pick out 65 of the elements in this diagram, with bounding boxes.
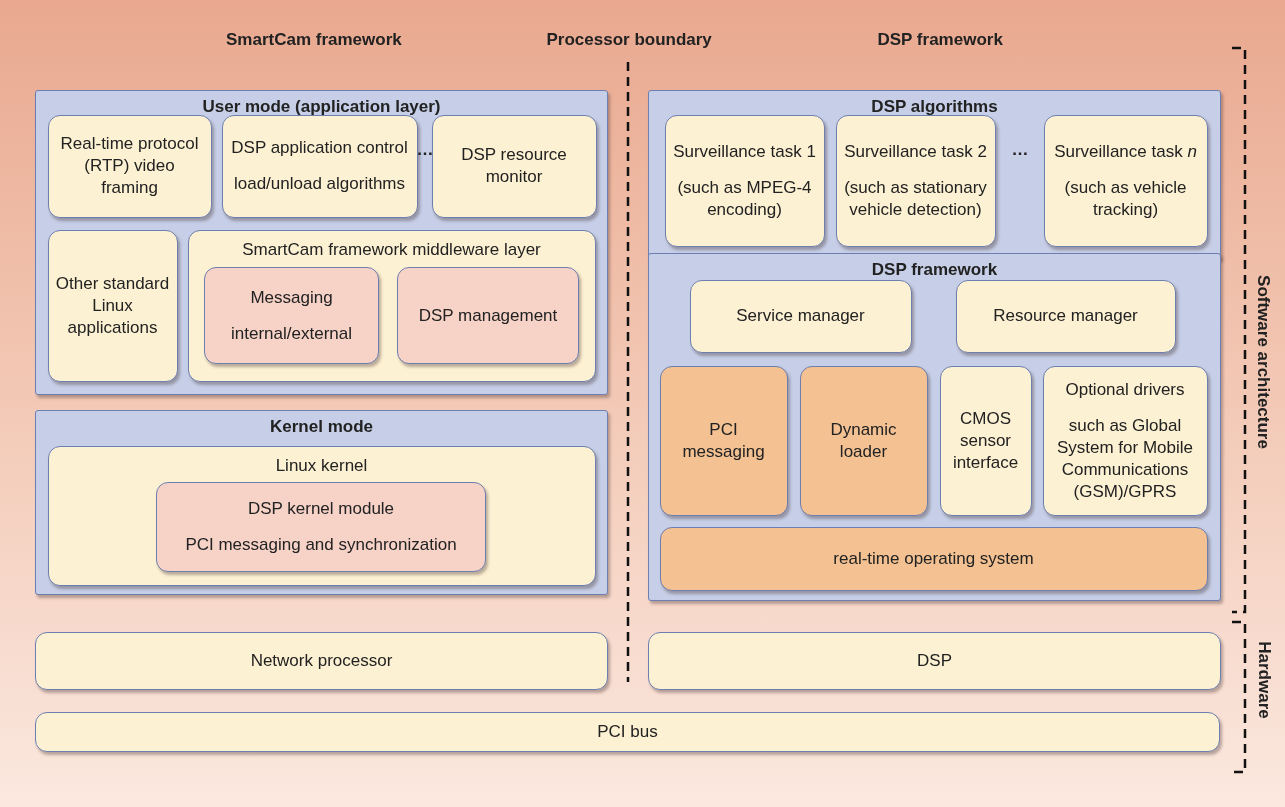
module-label: CMOS sensor interface — [951, 407, 1020, 474]
module-box — [799, 365, 928, 516]
module-label: (such as vehicle tracking) — [1063, 176, 1188, 221]
module-box — [955, 279, 1176, 353]
module-label: PCI messaging — [681, 418, 766, 463]
module-label: Real-time protocol (RTP) video framing — [59, 133, 200, 199]
ellipsis: … — [1011, 140, 1029, 160]
module-label: DSP application control — [231, 137, 408, 159]
module-label: PCI messaging and synchronization — [185, 534, 457, 556]
layer-panel — [187, 229, 596, 382]
layer-panel — [35, 90, 608, 395]
module-box — [835, 114, 996, 247]
panel-title: DSP framework — [870, 259, 999, 281]
module-box — [664, 114, 825, 247]
module-label: Service manager — [736, 305, 865, 327]
module-box — [35, 632, 608, 690]
side-label: Software architecture — [1252, 275, 1273, 449]
module-label: such as Global System for Mobile Communications (GSM)/GPRS — [1055, 414, 1194, 503]
module-label: (such as MPEG-4 encoding) — [676, 176, 813, 221]
module-label: Network processor — [250, 650, 393, 672]
module-box — [221, 114, 418, 218]
module-label: load/unload algorithms — [233, 173, 406, 195]
layer-panel — [648, 253, 1221, 601]
module-label: DSP management — [418, 304, 558, 327]
module-label: Surveillance task 2 — [844, 140, 987, 163]
module-label: Surveillance task n — [1054, 140, 1197, 163]
panel-title: DSP algorithms — [870, 96, 999, 118]
module-box — [397, 267, 579, 364]
module-label: Optional drivers — [1065, 378, 1185, 401]
layer-panel — [47, 445, 596, 586]
module-label: DSP kernel module — [247, 498, 395, 520]
module-box — [1042, 365, 1208, 516]
module-label: (such as stationary vehicle detection) — [843, 176, 988, 221]
module-box — [47, 114, 212, 218]
panel-title: User mode (application layer) — [201, 96, 442, 118]
module-box — [47, 229, 178, 382]
module-box — [204, 267, 379, 364]
layer-panel — [35, 410, 608, 595]
module-box — [659, 526, 1208, 591]
module-box — [939, 365, 1032, 516]
module-label: DSP resource monitor — [460, 144, 568, 188]
panel-title: Kernel mode — [269, 416, 374, 438]
module-box — [648, 632, 1221, 690]
module-label: DSP — [917, 650, 952, 672]
module-label: PCI bus — [597, 721, 658, 743]
module-label: real-time operating system — [833, 547, 1034, 570]
module-label: Other standard Linux applications — [54, 272, 171, 339]
side-label: Hardware — [1253, 641, 1274, 719]
module-box — [1043, 114, 1208, 247]
module-box — [689, 279, 912, 353]
module-label: internal/external — [231, 322, 352, 345]
panel-title: Linux kernel — [274, 454, 369, 477]
ellipsis: … — [416, 140, 434, 160]
column-heading: Processor boundary — [546, 30, 712, 50]
module-label: Surveillance task 1 — [673, 140, 816, 163]
module-label: Dynamic loader — [829, 418, 898, 463]
module-label: Resource manager — [993, 305, 1138, 327]
module-box — [156, 482, 486, 572]
column-heading: DSP framework — [877, 30, 1003, 50]
module-box — [431, 114, 597, 218]
module-box — [35, 712, 1220, 752]
module-label: Messaging — [250, 286, 333, 309]
module-box — [659, 365, 788, 516]
panel-title: SmartCam framework middleware layer — [241, 238, 542, 261]
column-heading: SmartCam framework — [226, 30, 402, 50]
